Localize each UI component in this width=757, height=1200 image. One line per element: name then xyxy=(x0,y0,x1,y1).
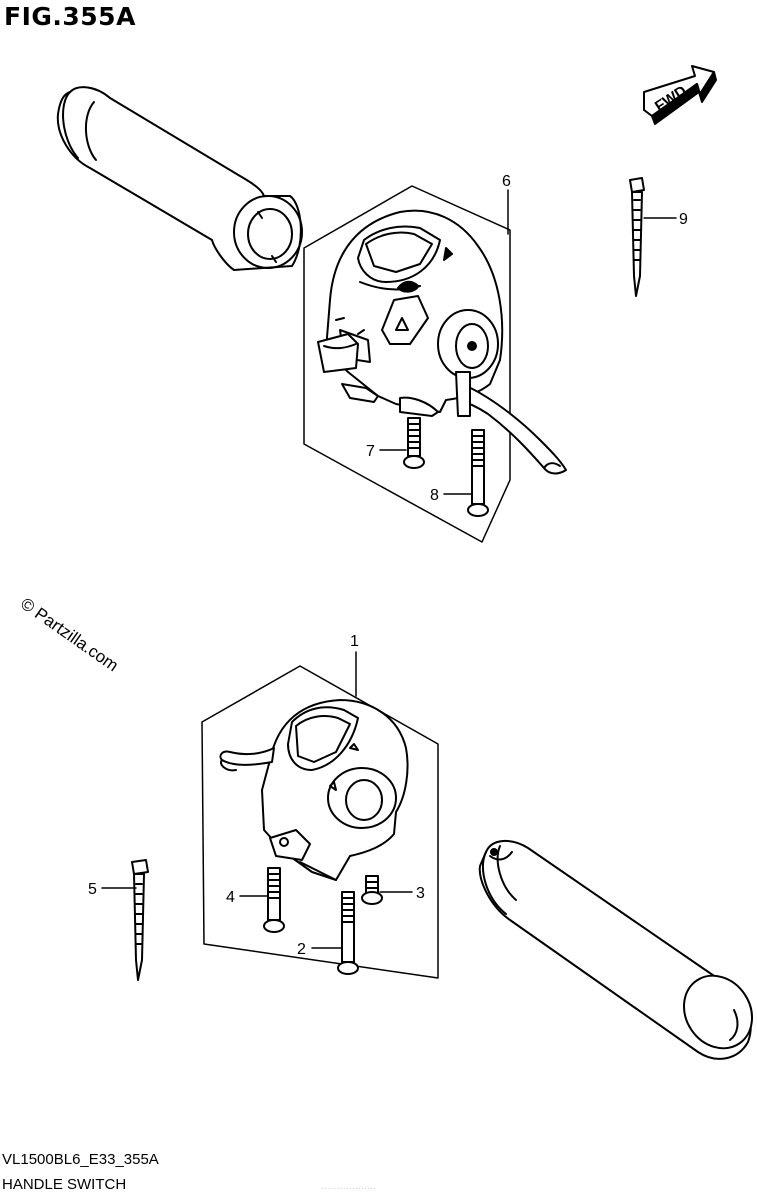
callout-numbers: 1 2 3 4 5 6 7 8 9 xyxy=(88,173,688,958)
screw-7 xyxy=(403,417,425,469)
screw-2 xyxy=(337,891,359,975)
cable-tie-5 xyxy=(131,859,149,981)
right-grip xyxy=(56,86,303,271)
fine-print: · · · · · · · · · · · · · · · · · · xyxy=(322,1186,376,1192)
left-switch-cable xyxy=(219,747,275,772)
switch-group-frame-lower xyxy=(201,665,439,979)
screw-4 xyxy=(263,867,285,933)
callout-5: 5 xyxy=(88,881,97,898)
left-switch-housing xyxy=(261,699,409,881)
figure-name: HANDLE SWITCH xyxy=(2,1176,127,1193)
left-grip xyxy=(478,840,753,1060)
callout-leaders xyxy=(101,189,677,949)
screw-8 xyxy=(467,429,489,517)
right-switch-housing xyxy=(317,209,504,417)
callout-2: 2 xyxy=(297,941,306,958)
fwd-arrow-icon: FWD xyxy=(643,65,717,125)
callout-1: 1 xyxy=(350,633,359,650)
screw-3 xyxy=(361,875,383,905)
cable-tie-9 xyxy=(629,177,645,297)
callout-7: 7 xyxy=(366,443,375,460)
callout-3: 3 xyxy=(416,885,425,902)
callout-8: 8 xyxy=(430,487,439,504)
callout-9: 9 xyxy=(679,211,688,228)
figure-title: FIG.355A xyxy=(4,2,136,31)
right-switch-cable xyxy=(455,371,567,475)
figure-code: VL1500BL6_E33_355A xyxy=(2,1151,159,1168)
callout-4: 4 xyxy=(226,889,235,906)
switch-group-frame-upper xyxy=(303,185,511,543)
callout-6: 6 xyxy=(502,173,511,190)
